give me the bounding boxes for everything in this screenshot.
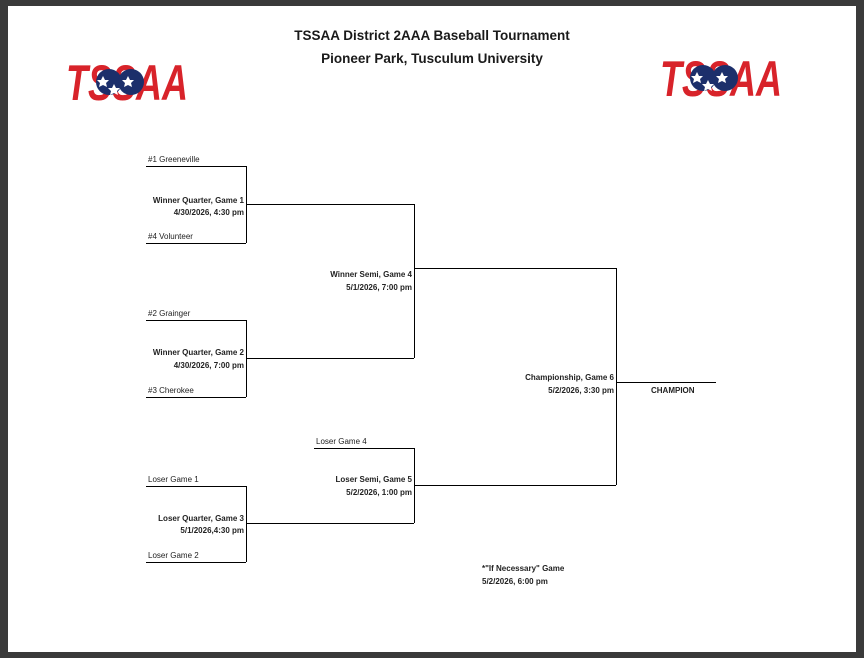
slot-loser-game-4: Loser Game 4 bbox=[316, 437, 367, 446]
team-seed3: #3 Cherokee bbox=[148, 386, 194, 395]
tssaa-logo-right: TSSAA bbox=[660, 51, 782, 104]
game-q2-time: 4/30/2026, 7:00 pm bbox=[173, 361, 244, 370]
game-q1-time: 4/30/2026, 4:30 pm bbox=[173, 208, 244, 217]
bracket-line bbox=[146, 562, 246, 563]
game-lq3-time: 5/1/2026,4:30 pm bbox=[180, 526, 244, 535]
team-seed1: #1 Greeneville bbox=[148, 155, 200, 164]
bracket-line bbox=[414, 485, 616, 486]
game-q1-name: Winner Quarter, Game 1 bbox=[152, 196, 244, 205]
bracket-line bbox=[616, 382, 716, 383]
game-c6-time: 5/2/2026, 3:30 pm bbox=[548, 386, 614, 395]
bracket-line bbox=[616, 268, 617, 485]
game-ls5-time: 5/2/2026, 1:00 pm bbox=[346, 488, 412, 497]
bracket-line bbox=[146, 166, 246, 167]
bracket-line bbox=[414, 204, 415, 358]
game-lq3-name: Loser Quarter, Game 3 bbox=[158, 514, 244, 523]
bracket-line bbox=[146, 320, 246, 321]
bracket-page: TSSAA District 2AAA Baseball Tournament … bbox=[8, 6, 856, 652]
bracket-line bbox=[146, 243, 246, 244]
slot-loser-game-1: Loser Game 1 bbox=[148, 475, 199, 484]
bracket-line bbox=[246, 486, 247, 562]
game-s4-time: 5/1/2026, 7:00 pm bbox=[346, 283, 412, 292]
bracket-line bbox=[246, 523, 414, 524]
if-necessary-label: *"If Necessary" Game bbox=[482, 564, 565, 573]
slot-loser-game-2: Loser Game 2 bbox=[148, 551, 199, 560]
bracket-line bbox=[246, 358, 414, 359]
champion-label: CHAMPION bbox=[651, 386, 695, 395]
bracket-line bbox=[146, 486, 246, 487]
game-c6-name: Championship, Game 6 bbox=[525, 373, 614, 382]
tssaa-logo-left: TSSAA bbox=[66, 55, 188, 108]
team-seed4: #4 Volunteer bbox=[148, 232, 193, 241]
if-necessary-time: 5/2/2026, 6:00 pm bbox=[482, 577, 548, 586]
game-q2-name: Winner Quarter, Game 2 bbox=[152, 348, 244, 357]
page-title: TSSAA District 2AAA Baseball Tournament bbox=[294, 28, 570, 43]
bracket-line bbox=[414, 268, 616, 269]
bracket-line bbox=[246, 204, 414, 205]
game-s4-name: Winner Semi, Game 4 bbox=[330, 270, 412, 279]
bracket-line bbox=[146, 397, 246, 398]
team-seed2: #2 Grainger bbox=[148, 309, 191, 318]
page-subtitle: Pioneer Park, Tusculum University bbox=[321, 51, 543, 66]
bracket-line bbox=[314, 448, 414, 449]
game-ls5-name: Loser Semi, Game 5 bbox=[335, 475, 412, 484]
